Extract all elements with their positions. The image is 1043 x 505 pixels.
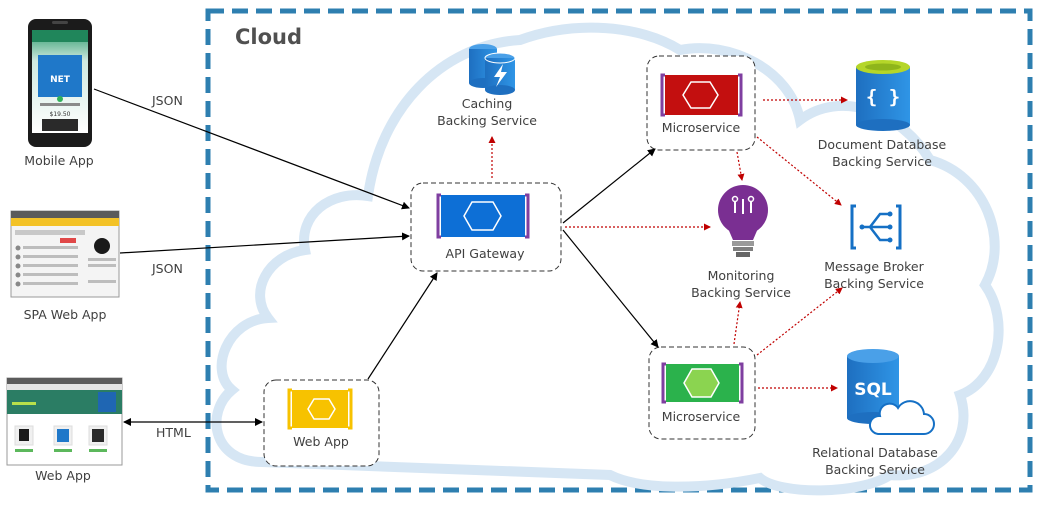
spa-browser-icon	[10, 210, 120, 298]
message-broker-icon	[850, 204, 902, 250]
hexagon-icon	[463, 201, 502, 231]
arrow-spa-to-gateway	[119, 232, 410, 254]
protocol-label-json-spa: JSON	[151, 261, 183, 276]
web-browser-icon	[6, 377, 123, 466]
hexagon-icon	[683, 368, 720, 398]
mobile-phone-icon: NET $19.50	[28, 19, 92, 147]
monitoring-lightbulb-icon	[718, 185, 768, 257]
monitoring-label-line1: Monitoring	[708, 268, 775, 283]
document-db-label-line2: Backing Service	[832, 154, 932, 169]
arrow-mobile-to-gateway	[93, 88, 410, 210]
cloud-title: Cloud	[235, 25, 302, 49]
microservice-bottom-label: Microservice	[662, 409, 741, 424]
relational-db-label-line1: Relational Database	[812, 445, 938, 460]
client-label-mobile: Mobile App	[24, 153, 93, 168]
protocol-label-json-mobile: JSON	[151, 93, 183, 108]
client-label-web: Web App	[35, 468, 91, 483]
arrow-gateway-to-microservice-top	[562, 148, 656, 224]
message-broker-label-line2: Backing Service	[824, 276, 924, 291]
microservice-top-node[interactable]	[646, 55, 756, 151]
cloud-shape	[211, 22, 1004, 496]
svg-text:{ }: { }	[866, 86, 900, 108]
api-gateway-label: API Gateway	[446, 246, 526, 261]
caching-label-line1: Caching	[462, 96, 513, 111]
redis-cache-icon	[469, 44, 516, 95]
microservice-top-label: Microservice	[662, 120, 741, 135]
cloud-boundary	[205, 8, 1033, 493]
api-gateway-node[interactable]	[410, 182, 562, 272]
svg-text:$19.50: $19.50	[50, 111, 71, 118]
arrow-microservice-bottom-to-monitoring	[733, 301, 743, 345]
arrow-microservice-top-to-monitoring	[736, 151, 745, 181]
hexagon-icon	[307, 398, 336, 420]
document-db-label-line1: Document Database	[818, 137, 947, 152]
cloud-icon	[869, 400, 935, 435]
caching-label-line2: Backing Service	[437, 113, 537, 128]
svg-text:NET: NET	[50, 75, 71, 85]
sql-database-icon: SQL	[847, 349, 935, 435]
svg-text:SQL: SQL	[854, 380, 892, 400]
document-database-icon: { }	[856, 60, 910, 131]
web-app-label: Web App	[293, 434, 349, 449]
web-app-node[interactable]	[263, 379, 380, 467]
relational-db-label-line2: Backing Service	[825, 462, 925, 477]
monitoring-label-line2: Backing Service	[691, 285, 791, 300]
hexagon-icon	[682, 81, 719, 109]
message-broker-label-line1: Message Broker	[824, 259, 924, 274]
protocol-label-html: HTML	[156, 425, 191, 440]
arrow-gateway-to-microservice-bottom	[562, 229, 659, 348]
arrow-webapp-to-gateway	[367, 272, 438, 380]
microservice-bottom-node[interactable]	[648, 346, 756, 440]
client-label-spa: SPA Web App	[24, 307, 107, 322]
